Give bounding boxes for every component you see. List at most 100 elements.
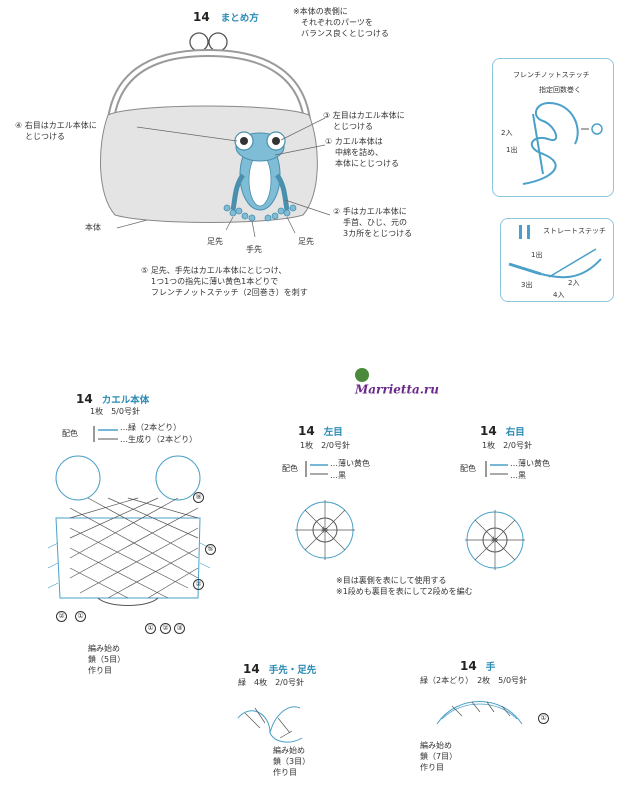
start-line: 編み始め xyxy=(273,746,305,755)
callout-line: フレンチノットステッチ（2回巻き）を刺す xyxy=(151,288,308,297)
straight-stitch-out3: 3出 xyxy=(521,281,533,289)
assembly-note: ※本体の表側に それぞれのパーツを バランス良くとじつける xyxy=(293,6,423,39)
round-number: ① xyxy=(75,611,86,622)
round-number: ① xyxy=(145,623,156,634)
hand-title: 手 xyxy=(485,662,496,673)
round-number: ⑤ xyxy=(205,544,216,555)
left-eye-color-2: …黒 xyxy=(330,471,346,480)
start-line: 編み始め xyxy=(420,741,452,750)
label-main-body: 本体 xyxy=(85,223,101,232)
left-eye-number: 14 xyxy=(298,424,315,438)
round-number: ① xyxy=(538,713,549,724)
hand-foot-title: 手先・足先 xyxy=(268,665,317,676)
right-eye-ring: わ xyxy=(491,536,498,544)
hand-arrow-marker: ① xyxy=(538,712,549,724)
hand-foot-qty: 緑 4枚 2/0号針 xyxy=(238,678,304,687)
note-line: バランス良くとじつける xyxy=(301,29,389,38)
callout-left-eye: ③ 左目はカエル本体に とじつける xyxy=(323,110,405,132)
hand-foot-heading: 14 手先・足先 xyxy=(243,658,316,677)
french-knot-drawing xyxy=(522,101,603,185)
left-eye-color-legend xyxy=(305,461,328,477)
hand-number: 14 xyxy=(460,659,477,673)
right-eye-heading: 14 右目 xyxy=(480,420,525,439)
callout-line: ④ 右目はカエル本体に xyxy=(15,121,97,130)
french-knot-wraps: 指定回数巻く xyxy=(539,86,581,94)
clasp-knob-right xyxy=(208,32,228,52)
site-logo: Marrietta.ru xyxy=(355,362,455,397)
round-marker: ② xyxy=(193,578,204,590)
frog-applique xyxy=(223,131,297,222)
right-eye-color-2: …黒 xyxy=(510,471,526,480)
round-marker: ① xyxy=(75,610,86,622)
french-knot-out1: 1出 xyxy=(506,146,518,154)
frog-body-title: カエル本体 xyxy=(101,395,150,406)
hand-chart xyxy=(436,701,523,725)
straight-stitch-out1: 1出 xyxy=(531,251,543,259)
round-marker: ⑨ xyxy=(193,491,204,503)
hand-foot-start: 編み始め 鎖（3目） 作り目 xyxy=(273,745,310,778)
round-number: ⑨ xyxy=(193,492,204,503)
french-knot-in2: 2入 xyxy=(501,129,513,137)
callout-line: 手首、ひじ、元の xyxy=(343,218,407,227)
note-line: それぞれのパーツを xyxy=(301,18,373,27)
round-marker: ① xyxy=(145,622,156,634)
assembly-heading: 14 まとめ方 xyxy=(193,6,259,25)
note-line: ※本体の表側に xyxy=(293,7,348,16)
frog-body-color-1: …緑（2本どり） xyxy=(120,423,182,432)
right-eye-color-1: …薄い黄色 xyxy=(510,459,550,468)
hand-qty: 緑（2本どり） 2枚 5/0号針 xyxy=(420,676,528,685)
callout-line: ⑤ 足先、手先はカエル本体にとじつけ、 xyxy=(141,266,287,275)
hand-foot-chart xyxy=(237,706,303,743)
round-marker: ② xyxy=(56,610,67,622)
right-eye-title: 右目 xyxy=(505,427,525,438)
frog-body-start: 編み始め 鎖（5目） 作り目 xyxy=(88,643,125,676)
left-eye-color-1: …薄い黄色 xyxy=(330,459,370,468)
eye-note: ※目は裏側を表にして使用する xyxy=(336,576,447,585)
start-line: 作り目 xyxy=(273,768,297,777)
callout-line: とじつける xyxy=(25,132,65,141)
left-eye-ring: わ xyxy=(321,526,328,534)
french-knot-title: フレンチノットステッチ xyxy=(513,71,590,79)
callout-hands: ② 手はカエル本体に 手首、ひじ、元の 3カ所をとじつける xyxy=(333,206,412,239)
callout-line: ② 手はカエル本体に xyxy=(333,207,407,216)
left-eye-title: 左目 xyxy=(323,427,343,438)
assembly-title: まとめ方 xyxy=(220,13,259,24)
straight-stitch-diagram: ストレートステッチ 1出 2入 3出 4入 xyxy=(500,218,614,302)
frog-body-heading: 14 カエル本体 xyxy=(76,388,149,407)
frog-body-number: 14 xyxy=(76,392,93,406)
left-eye-chart xyxy=(295,500,355,560)
round-marker: ③ xyxy=(174,622,185,634)
right-eye-number: 14 xyxy=(480,424,497,438)
left-eye-heading: 14 左目 xyxy=(298,420,343,439)
round-number: ③ xyxy=(174,623,185,634)
french-knot-diagram: フレンチノットステッチ 指定回数巻く 2入 1出 xyxy=(492,58,614,197)
callout-line: 中綿を詰め、 xyxy=(335,148,383,157)
assembly-number: 14 xyxy=(193,10,210,24)
straight-stitch-drawing xyxy=(508,225,602,279)
hand-foot-number: 14 xyxy=(243,662,260,676)
hand-heading: 14 手 xyxy=(460,655,495,674)
frog-body-color-label: 配色 xyxy=(62,429,78,438)
frog-body-color-2: …生成り（2本どり） xyxy=(120,435,198,444)
left-eye-color-label: 配色 xyxy=(282,464,298,473)
callout-line: 3カ所をとじつける xyxy=(343,229,413,238)
right-eye-chart xyxy=(465,510,525,570)
callout-line: 本体にとじつける xyxy=(335,159,399,168)
right-eye-color-label: 配色 xyxy=(460,464,476,473)
label-foot-right: 足先 xyxy=(298,237,314,246)
eye-note: ※1段めも裏目を表にして2段めを編む xyxy=(336,587,473,596)
callout-line: 1つ1つの指先に薄い黄色1本どりで xyxy=(151,277,279,286)
callout-right-eye: ④ 右目はカエル本体に とじつける xyxy=(15,120,97,142)
start-line: 作り目 xyxy=(88,666,112,675)
label-hand-tip: 手先 xyxy=(246,245,262,254)
start-line: 鎖（7目） xyxy=(420,752,458,761)
frog-body-chart xyxy=(48,455,211,606)
callout-body: ① カエル本体は 中綿を詰め、 本体にとじつける xyxy=(325,136,399,169)
round-marker: ② xyxy=(160,622,171,634)
round-marker: ⑤ xyxy=(205,543,216,555)
label-foot-left: 足先 xyxy=(207,237,223,246)
round-number: ② xyxy=(193,579,204,590)
straight-stitch-in2: 2入 xyxy=(568,279,580,287)
start-line: 鎖（5目） xyxy=(88,655,126,664)
clasp-knob-left xyxy=(189,32,209,52)
